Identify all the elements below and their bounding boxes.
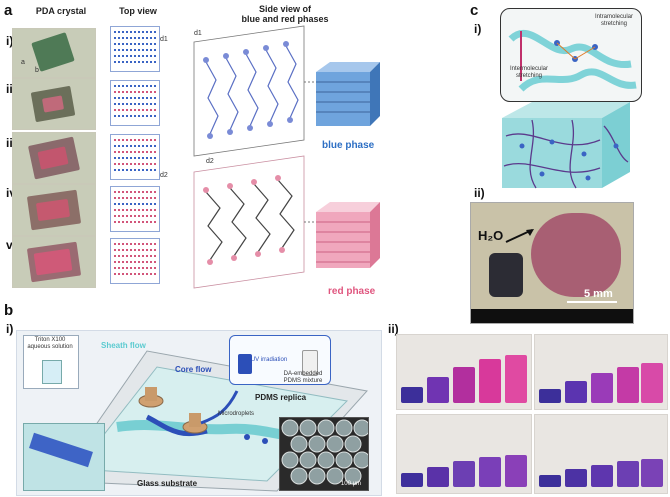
vials-top-right [534,334,668,410]
microdroplets-label: Microdroplets [217,411,254,417]
d2-label-top: d2 [160,172,168,179]
inset-channel [23,423,105,491]
red-phase-label: red phase [328,286,376,297]
d1-side-label: d1 [194,30,202,37]
droplets-micrograph [279,417,369,491]
red-phase-block [316,202,380,268]
microfluidic-diagram: Triton X100 aqueous solution Sheath flow… [16,330,382,496]
triton-label: Triton X100 aqueous solution [27,337,73,350]
axis-b-label: b [35,67,39,74]
row-label-v: v) [6,238,17,252]
stretching-diagram [500,8,642,102]
vials-bottom-left [396,414,532,494]
blue-phase-label: blue phase [322,140,375,151]
row-label-i: i) [6,34,14,48]
d2-side-label: d2 [206,158,214,165]
side-view-schematic [193,25,318,289]
axis-a-label: a [21,59,25,66]
intramolecular-label: Intramolecular stretching [594,14,633,27]
glass-substrate-label: Glass substrate [137,479,198,488]
intermolecular-label: Intermolecular stretching [509,66,548,79]
crystal-photo-v [12,236,96,288]
triton-box [23,335,79,389]
crystal-photo-i: a b [12,28,96,78]
panel-a-letter: a [4,2,13,19]
top-view-iv [110,186,160,232]
arrow-icon [505,229,534,243]
da-mixture-label: DA-embedded PDMS mixture [283,371,323,384]
top-view-ii [110,80,160,126]
uv-label: UV irradiation [250,357,288,363]
side-view-header-1: Side view of [258,4,311,14]
panel-b-sub-ii: ii) [388,322,399,336]
pda-crystal-header: PDA crystal [35,6,87,16]
panel-c-sub-i: i) [474,22,482,36]
crystal-photo-ii [12,78,96,130]
crystal-photo-iii [12,132,96,184]
micrograph-scale-label: 100 μm [340,481,362,487]
pdms-replica-label: PDMS replica [255,393,307,402]
water-label: H₂O [478,228,504,243]
panel-b-letter: b [4,302,14,319]
panel-c-sub-ii: ii) [474,186,485,200]
vials-top-left [396,334,532,410]
swelling-photo [470,202,634,324]
side-view-header-2: blue and red phases [241,14,329,24]
d1-label: d1 [160,36,168,43]
blue-phase-block [316,62,380,126]
row-label-ii: ii) [6,82,17,96]
top-view-v [110,238,160,284]
panel-c-letter: c [470,2,479,19]
top-view-iii [110,134,160,180]
crystal-photo-iv [12,184,96,236]
scale-bar-label: 5 mm [584,288,613,300]
top-view-header: Top view [119,6,157,16]
top-view-i [110,26,160,72]
uv-box [229,335,331,385]
sheath-flow-label: Sheath flow [101,341,146,350]
panel-b-sub-i: i) [6,322,14,336]
vials-bottom-right [534,414,668,494]
core-flow-label: Core flow [175,365,212,374]
hydrogel-cube [502,102,630,189]
